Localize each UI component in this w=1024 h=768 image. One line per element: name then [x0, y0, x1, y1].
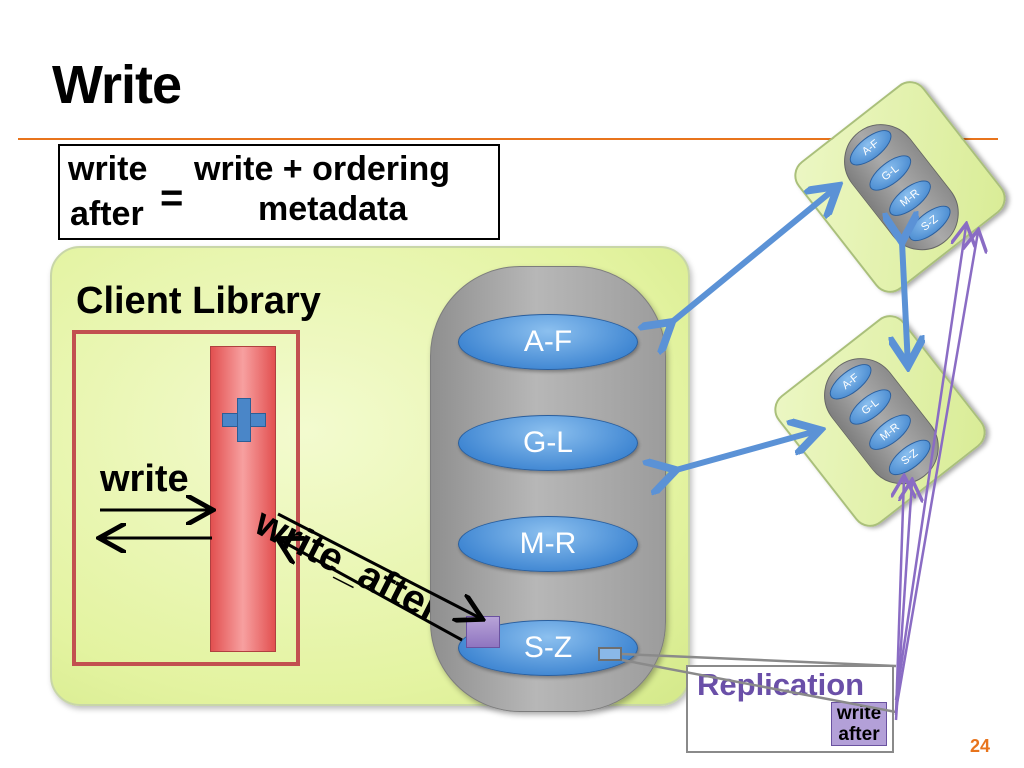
replicate-to-server1-a	[894, 226, 966, 701]
plus-icon	[222, 398, 266, 442]
page-number: 24	[970, 736, 991, 756]
replicate-to-server2-a	[896, 478, 904, 716]
link-server1-server2	[902, 242, 908, 366]
shard-m-r: M-R	[458, 516, 638, 572]
replication-line-bottom	[621, 658, 897, 714]
formula-rhs-line1: write + ordering	[194, 150, 450, 188]
write-after-response-arrow	[280, 540, 463, 642]
api-frame	[72, 330, 300, 666]
slide-title: Write	[52, 55, 182, 115]
link-client-server1	[672, 186, 838, 322]
shard-a-f: A-F	[458, 314, 638, 370]
replication-source-marker	[598, 647, 622, 661]
formula-box	[58, 144, 500, 240]
formula-rhs-line2: metadata	[258, 190, 408, 228]
formula-equals: =	[160, 176, 184, 220]
write-label: write	[100, 458, 189, 500]
write-after-request-arrow	[277, 512, 480, 618]
replicate-to-server1-b	[894, 232, 978, 711]
tag-line2: after	[838, 724, 880, 745]
link-client-server2	[676, 430, 820, 470]
write-api-bar	[210, 346, 276, 652]
formula-lhs-line1: write	[68, 150, 148, 188]
formula-lhs-line2: after	[70, 195, 144, 233]
replicate-to-server2-b	[894, 482, 912, 721]
client-library-label: Client Library	[76, 280, 321, 322]
replication-write-after-tag: write after	[831, 702, 887, 746]
title-divider	[18, 138, 998, 140]
shard-g-l: G-L	[458, 415, 638, 471]
replication-line-top	[621, 652, 897, 668]
replication-label: Replication	[697, 667, 865, 702]
